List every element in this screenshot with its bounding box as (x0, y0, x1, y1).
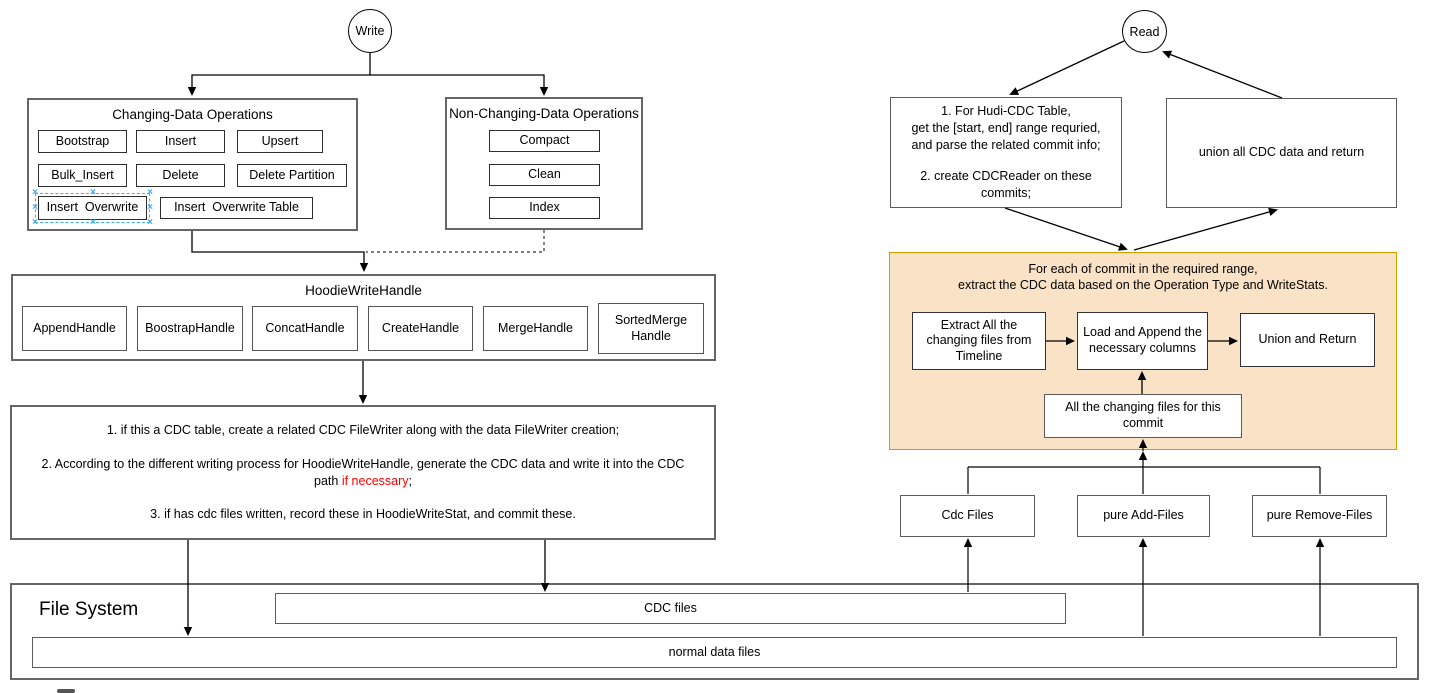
selection-handle-s[interactable]: × (90, 217, 96, 228)
plan-line: 1. For Hudi-CDC Table, (941, 104, 1071, 119)
selection-handle-ne[interactable]: × (147, 187, 153, 198)
connector-non-changing-to-hoodie-dashed[interactable] (366, 230, 545, 253)
step-3: 3. if has cdc files written, record thes… (150, 507, 576, 522)
plan-line: and parse the related commit info; (911, 138, 1101, 153)
non-changing-data-operations-group[interactable]: Non-Changing-Data Operations (445, 97, 643, 230)
selection-handle-n[interactable]: × (90, 187, 96, 198)
op-upsert[interactable]: Upsert (237, 130, 323, 153)
op-insert-overwrite[interactable]: Insert Overwrite (38, 196, 147, 220)
file-system-group[interactable]: File System (10, 583, 1419, 680)
cdc-files-storage-box[interactable]: CDC files (275, 593, 1066, 624)
read-node[interactable]: Read (1122, 10, 1167, 53)
handle-sorted-merge[interactable]: SortedMerge Handle (598, 303, 704, 354)
screen-edge-artifact (57, 689, 75, 693)
step-2: 2. According to the different writing pr… (41, 456, 685, 488)
op-index[interactable]: Index (489, 197, 600, 219)
plan-line: get the [start, end] range requried, (911, 121, 1101, 136)
op-compact[interactable]: Compact (489, 130, 600, 152)
hoodie-write-handle-title: HoodieWriteHandle (305, 283, 422, 298)
hoodie-write-handle-group[interactable]: HoodieWriteHandle (11, 274, 716, 361)
connector-read-to-plan[interactable] (1009, 40, 1125, 95)
load-append-columns-box[interactable]: Load and Append the necessary columns (1077, 312, 1208, 370)
handle-create[interactable]: CreateHandle (368, 306, 473, 351)
pure-remove-files-box[interactable]: pure Remove-Files (1252, 495, 1387, 537)
read-plan-box[interactable]: 1. For Hudi-CDC Table, get the [start, e… (890, 97, 1122, 208)
all-changing-files-box[interactable]: All the changing files for this commit (1044, 394, 1242, 438)
op-insert[interactable]: Insert (136, 130, 225, 153)
union-and-return-box[interactable]: Union and Return (1240, 313, 1375, 367)
pure-add-files-box[interactable]: pure Add-Files (1077, 495, 1210, 537)
write-node[interactable]: Write (348, 9, 392, 53)
selection-handle-w[interactable]: × (32, 202, 38, 213)
extract-changing-files-box[interactable]: Extract All the changing files from Time… (912, 312, 1046, 370)
plan-line: commits; (981, 185, 1031, 200)
step-1: 1. if this a CDC table, create a related… (106, 422, 620, 437)
connector-write-to-changing[interactable] (187, 53, 371, 96)
normal-data-files-box[interactable]: normal data files (32, 637, 1397, 668)
connector-per-commit-to-union[interactable] (1133, 207, 1278, 251)
selection-handle-nw[interactable]: × (32, 187, 38, 198)
per-commit-title: For each of commit in the required range… (958, 262, 1328, 293)
op-clean[interactable]: Clean (489, 164, 600, 186)
handle-concat[interactable]: ConcatHandle (252, 306, 358, 351)
changing-data-operations-group[interactable]: Changing-Data Operations (27, 98, 358, 231)
handle-boostrap[interactable]: BoostrapHandle (137, 306, 243, 351)
file-system-title: File System (39, 599, 139, 620)
selection-handle-se[interactable]: × (147, 217, 153, 228)
cdc-write-steps-box[interactable]: 1. if this a CDC table, create a related… (10, 405, 716, 540)
non-changing-data-operations-title: Non-Changing-Data Operations (449, 106, 639, 121)
cdc-files-source-box[interactable]: Cdc Files (900, 495, 1035, 537)
union-all-cdc-box[interactable]: union all CDC data and return (1166, 98, 1397, 208)
connector-plan-to-per-commit[interactable] (1004, 207, 1128, 251)
selection-handle-e[interactable]: × (147, 202, 153, 213)
connector-changing-to-hoodie[interactable] (191, 231, 369, 272)
handle-append[interactable]: AppendHandle (22, 306, 127, 351)
op-bulk-insert[interactable]: Bulk_Insert (38, 164, 127, 187)
selection-outline[interactable] (35, 193, 150, 223)
selection-handle-sw[interactable]: × (32, 217, 38, 228)
if-necessary-highlight: if necessary (341, 473, 409, 488)
plan-line: 2. create CDCReader on these (920, 168, 1092, 183)
op-bootstrap[interactable]: Bootstrap (38, 130, 127, 153)
connector-write-to-non-changing[interactable] (370, 74, 549, 96)
op-insert-overwrite-table[interactable]: Insert Overwrite Table (160, 197, 313, 219)
connector-union-to-read[interactable] (1162, 50, 1283, 99)
changing-data-operations-title: Changing-Data Operations (112, 107, 273, 122)
handle-merge[interactable]: MergeHandle (483, 306, 588, 351)
op-delete-partition[interactable]: Delete Partition (237, 164, 347, 187)
op-delete[interactable]: Delete (136, 164, 225, 187)
